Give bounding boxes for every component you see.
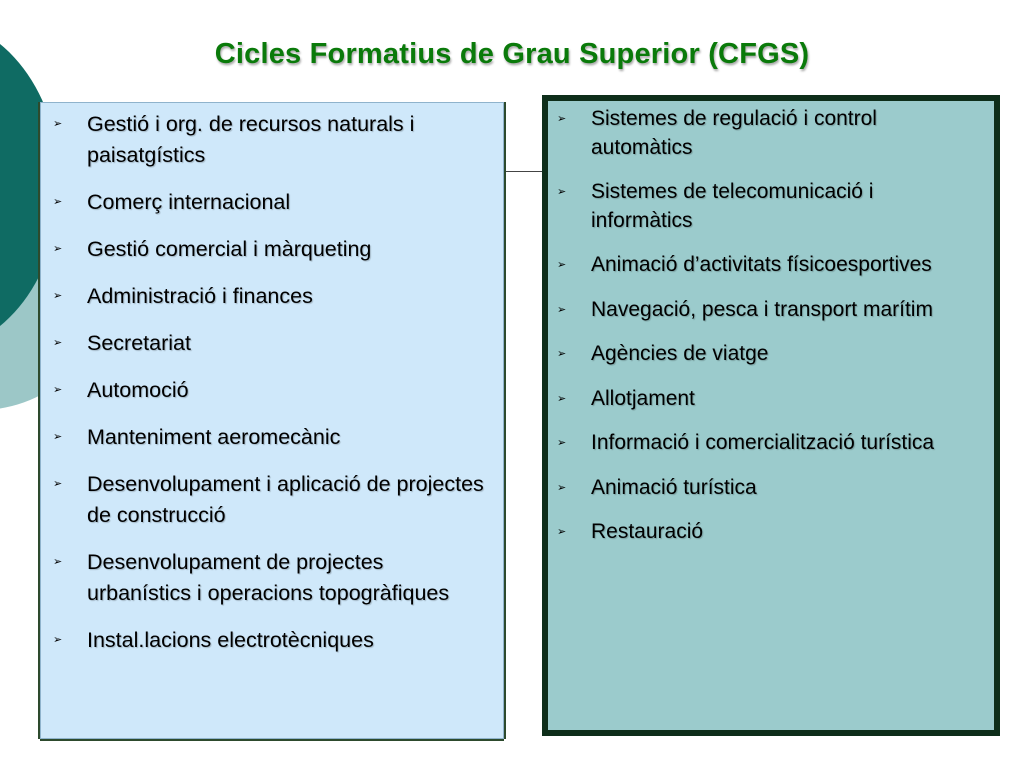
list-item: ➢ Gestió comercial i màrqueting xyxy=(53,234,489,265)
list-item-text: Navegació, pesca i transport marítim xyxy=(591,297,933,321)
slide-title: Cicles Formatius de Grau Superior (CFGS) xyxy=(214,38,810,70)
list-item-text: Instal.lacions electrotècniques xyxy=(87,628,374,652)
arrowhead-bullet-icon: ➢ xyxy=(53,118,63,130)
list-item: ➢ Animació turística xyxy=(557,474,980,503)
list-item-text: Restauració xyxy=(591,520,704,543)
list-item: ➢ Instal.lacions electrotècniques xyxy=(53,625,489,656)
list-item: ➢ Manteniment aeromecànic xyxy=(53,422,489,453)
list-item: ➢ Agències de viatge xyxy=(557,340,980,369)
list-item: ➢ Gestió i org. de recursos naturals i pa… xyxy=(53,109,489,171)
list-item: ➢ Desenvolupament de projectes urbanístic… xyxy=(53,547,489,609)
list-item-text: Desenvolupament i aplicació de projectes… xyxy=(87,472,484,527)
connector-line xyxy=(504,171,546,172)
list-item-text: Sistemes de telecomunicació i informàtic… xyxy=(591,180,874,232)
list-item-text: Animació d’activitats físicoesportives xyxy=(591,253,932,276)
arrowhead-bullet-icon: ➢ xyxy=(53,634,63,646)
list-item: ➢ Restauració xyxy=(557,518,980,547)
list-item-text: Comerç internacional xyxy=(87,190,291,214)
arrowhead-bullet-icon: ➢ xyxy=(53,384,63,396)
list-item-text: Administració i finances xyxy=(87,284,313,308)
list-item-text: Automoció xyxy=(87,378,189,402)
arrowhead-bullet-icon: ➢ xyxy=(53,556,63,568)
list-item: ➢ Comerç internacional xyxy=(53,187,489,218)
arrowhead-bullet-icon: ➢ xyxy=(53,337,63,349)
list-item: ➢ Informació i comercialització turística xyxy=(557,429,980,458)
arrowhead-bullet-icon: ➢ xyxy=(557,481,567,494)
list-item-text: Gestió i org. de recursos naturals i pai… xyxy=(87,112,415,167)
arrowhead-bullet-icon: ➢ xyxy=(53,196,63,208)
list-item-text: Manteniment aeromecànic xyxy=(87,425,341,449)
list-item-text: Desenvolupament de projectes urbanístics… xyxy=(87,550,450,605)
list-item-text: Gestió comercial i màrqueting xyxy=(87,237,372,261)
list-item: ➢ Navegació, pesca i transport marítim xyxy=(557,296,980,325)
list-item-text: Sistemes de regulació i control automàti… xyxy=(591,107,877,159)
arrowhead-bullet-icon: ➢ xyxy=(53,478,63,490)
list-item-text: Secretariat xyxy=(87,331,191,355)
right-course-box: ➢ Sistemes de regulació i control automàt… xyxy=(542,95,1000,736)
arrowhead-bullet-icon: ➢ xyxy=(557,186,567,198)
arrowhead-bullet-icon: ➢ xyxy=(557,259,567,271)
list-item: ➢ Secretariat xyxy=(53,328,489,359)
list-item-text: Allotjament xyxy=(591,386,695,410)
list-item: ➢ Animació d’activitats físicoesportives xyxy=(557,251,980,280)
arrowhead-bullet-icon: ➢ xyxy=(557,437,567,449)
left-course-list: ➢ Gestió i org. de recursos naturals i pa… xyxy=(41,103,503,656)
list-item: ➢ Sistemes de regulació i control automàt… xyxy=(557,105,980,162)
list-item-text: Informació i comercialització turística xyxy=(591,431,935,454)
list-item: ➢ Automoció xyxy=(53,375,489,406)
arrowhead-bullet-icon: ➢ xyxy=(557,113,567,125)
list-item-text: Animació turística xyxy=(591,475,757,499)
arrowhead-bullet-icon: ➢ xyxy=(557,392,567,405)
list-item: ➢ Desenvolupament i aplicació de projecte… xyxy=(53,469,489,531)
arrowhead-bullet-icon: ➢ xyxy=(557,348,567,360)
arrowhead-bullet-icon: ➢ xyxy=(53,290,63,302)
right-course-list: ➢ Sistemes de regulació i control automàt… xyxy=(548,101,994,547)
arrowhead-bullet-icon: ➢ xyxy=(557,303,567,316)
list-item: ➢ Administració i finances xyxy=(53,281,489,312)
left-course-box: ➢ Gestió i org. de recursos naturals i pa… xyxy=(40,102,504,739)
arrowhead-bullet-icon: ➢ xyxy=(53,243,63,255)
arrowhead-bullet-icon: ➢ xyxy=(557,526,567,538)
arrowhead-bullet-icon: ➢ xyxy=(53,431,63,443)
list-item: ➢ Sistemes de telecomunicació i informàti… xyxy=(557,178,980,235)
list-item-text: Agències de viatge xyxy=(591,342,769,365)
list-item: ➢ Allotjament xyxy=(557,385,980,414)
